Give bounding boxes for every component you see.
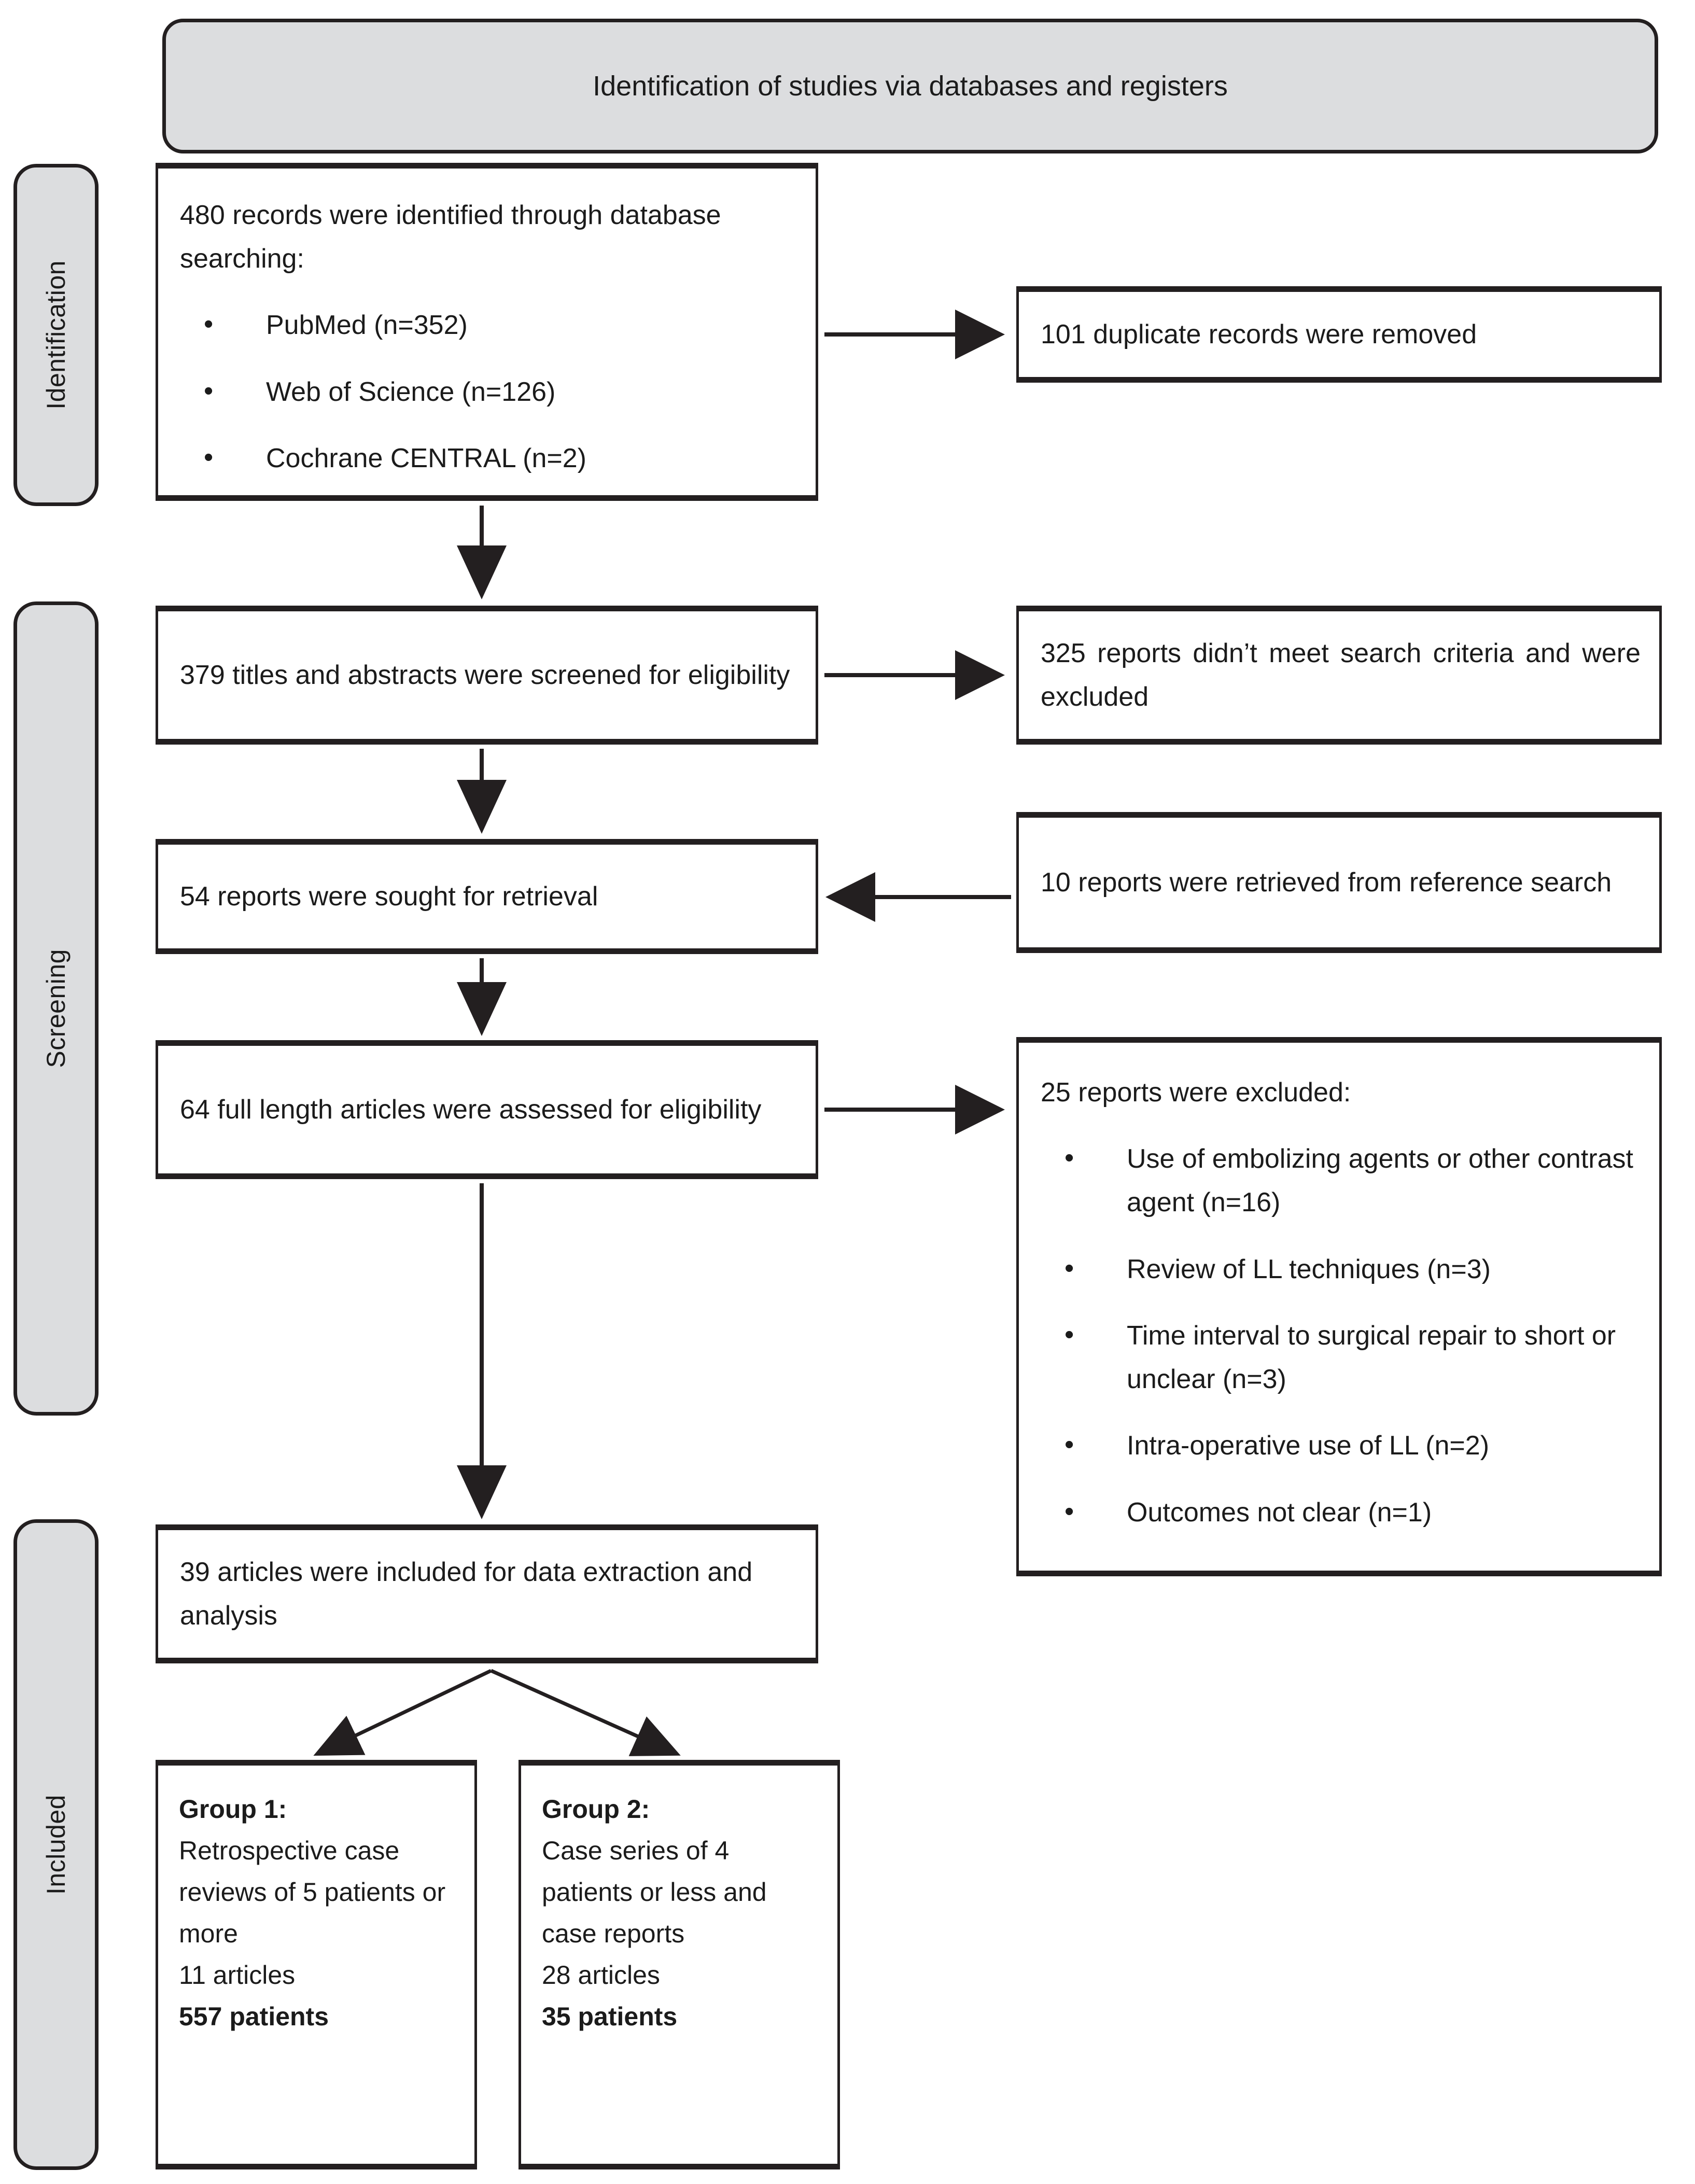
stage-screening-label: Screening	[41, 949, 71, 1068]
list-item: Cochrane CENTRAL (n=2)	[180, 436, 797, 480]
group-1-patients: 557 patients	[179, 2002, 329, 2031]
group-2-patients: 35 patients	[542, 2002, 678, 2031]
list-item: Web of Science (n=126)	[180, 369, 797, 414]
group-2-articles: 28 articles	[542, 1961, 660, 1990]
box-reports-from-reference-search: 10 reports were retrieved from reference…	[1016, 812, 1662, 953]
records-identified-sources: PubMed (n=352) Web of Science (n=126) Co…	[180, 302, 797, 480]
duplicates-removed-text: 101 duplicate records were removed	[1041, 319, 1477, 349]
diagram-banner: Identification of studies via databases …	[162, 19, 1658, 153]
group-1-content: Group 1: Retrospective case reviews of 5…	[179, 1788, 461, 2037]
stage-included-label: Included	[41, 1794, 71, 1895]
group-1-articles: 11 articles	[179, 1961, 296, 1990]
box-group-1: Group 1: Retrospective case reviews of 5…	[156, 1760, 477, 2169]
box-records-identified: 480 records were identified through data…	[156, 163, 818, 501]
list-item: Intra-operative use of LL (n=2)	[1041, 1423, 1641, 1467]
arrow-included-to-group-2	[490, 1669, 681, 1756]
box-group-2: Group 2: Case series of 4 patients or le…	[519, 1760, 840, 2169]
reports-from-reference-search-text: 10 reports were retrieved from reference…	[1041, 867, 1612, 898]
stage-identification: Identification	[13, 164, 99, 506]
group-1-description: Retrospective case reviews of 5 patients…	[179, 1836, 446, 1948]
box-reports-excluded: 25 reports were excluded: Use of emboliz…	[1016, 1037, 1662, 1576]
box-articles-included: 39 articles were included for data extra…	[156, 1524, 818, 1663]
reports-excluded-criteria-text: 325 reports didn’t meet search criteria …	[1041, 638, 1641, 712]
full-length-assessed-text: 64 full length articles were assessed fo…	[180, 1094, 762, 1125]
list-item: Review of LL techniques (n=3)	[1041, 1247, 1641, 1291]
group-2-content: Group 2: Case series of 4 patients or le…	[542, 1788, 824, 2037]
box-reports-excluded-criteria: 325 reports didn’t meet search criteria …	[1016, 606, 1662, 745]
stage-identification-label: Identification	[41, 260, 71, 410]
list-item: PubMed (n=352)	[180, 302, 797, 347]
reports-sought-text: 54 reports were sought for retrieval	[180, 881, 598, 912]
list-item: Outcomes not clear (n=1)	[1041, 1490, 1641, 1534]
arrow-included-to-group-1	[313, 1669, 492, 1756]
reports-excluded-reasons: Use of embolizing agents or other contra…	[1041, 1136, 1641, 1534]
box-full-length-assessed: 64 full length articles were assessed fo…	[156, 1040, 818, 1179]
stage-included: Included	[13, 1519, 99, 2170]
list-item: Time interval to surgical repair to shor…	[1041, 1313, 1641, 1401]
box-reports-sought: 54 reports were sought for retrieval	[156, 839, 818, 954]
articles-included-text: 39 articles were included for data extra…	[180, 1557, 753, 1631]
reports-excluded-content: 25 reports were excluded: Use of emboliz…	[1041, 1071, 1641, 1534]
box-duplicates-removed: 101 duplicate records were removed	[1016, 286, 1662, 383]
group-2-title: Group 2:	[542, 1795, 650, 1824]
titles-screened-text: 379 titles and abstracts were screened f…	[180, 660, 790, 690]
reports-excluded-heading: 25 reports were excluded:	[1041, 1077, 1351, 1108]
records-identified-heading: 480 records were identified through data…	[180, 200, 721, 274]
records-identified-content: 480 records were identified through data…	[180, 193, 797, 480]
list-item: Use of embolizing agents or other contra…	[1041, 1136, 1641, 1224]
group-2-description: Case series of 4 patients or less and ca…	[542, 1836, 767, 1948]
box-titles-screened: 379 titles and abstracts were screened f…	[156, 606, 818, 745]
group-1-title: Group 1:	[179, 1795, 287, 1824]
stage-screening: Screening	[13, 601, 99, 1416]
banner-title: Identification of studies via databases …	[593, 71, 1228, 102]
